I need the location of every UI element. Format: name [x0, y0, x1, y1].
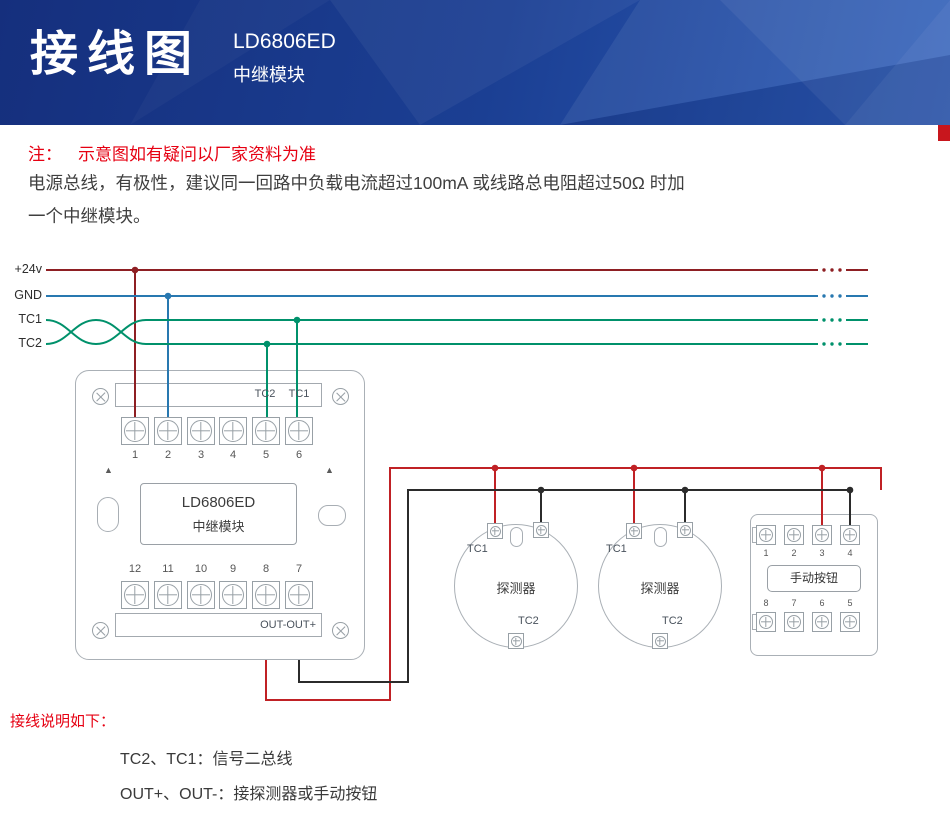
detector-tc1-label: TC1: [467, 543, 488, 555]
terminal-number: 8: [262, 563, 270, 575]
pointer-triangle-icon: ▲: [325, 465, 334, 475]
manual-button-label: 手动按钮: [767, 565, 861, 592]
bus-label-gnd: GND: [14, 288, 42, 302]
legend-line-2: OUT+、OUT-：接探测器或手动按钮: [120, 786, 378, 803]
detector-terminal-screw-icon: [533, 522, 549, 538]
terminal-number: 10: [194, 563, 208, 575]
terminal-label-tc2: TC2: [254, 388, 276, 400]
detector-terminal-screw-icon: [487, 523, 503, 539]
pointer-triangle-icon: ▲: [104, 465, 113, 475]
out-positive-dots: [491, 464, 826, 472]
terminal-number: 6: [295, 449, 303, 461]
button-terminal-number: 1: [763, 548, 769, 558]
detector-name: 探测器: [640, 581, 680, 596]
header-facet-decor: [330, 0, 950, 125]
detector-terminal-screw-icon: [626, 523, 642, 539]
ground-bus-dots: [164, 292, 842, 300]
button-terminal-number: 4: [847, 548, 853, 558]
corner-screw-icon: [332, 622, 349, 639]
terminal-screw-icon: [187, 417, 215, 445]
terminal-screw-icon: [154, 581, 182, 609]
terminal-number: 12: [128, 563, 142, 575]
bus-label-tc2: TC2: [18, 336, 42, 350]
button-terminal-screw-icon: [756, 612, 776, 632]
button-terminal-number: 7: [791, 598, 797, 608]
terminal-screw-icon: [187, 581, 215, 609]
terminal-screw-icon: [121, 417, 149, 445]
terminal-screw-icon: [285, 417, 313, 445]
terminal-number: 5: [262, 449, 270, 461]
detector-terminal-screw-icon: [677, 522, 693, 538]
bus-label-tc1: TC1: [18, 312, 42, 326]
description-line-1: 电源总线，有极性，建议同一回路中负载电流超过100mA 或线路总电阻超过50Ω …: [28, 173, 685, 193]
detector-slot-icon: [510, 527, 523, 547]
button-terminal-screw-icon: [784, 612, 804, 632]
button-terminal-number: 8: [763, 598, 769, 608]
terminal-screw-icon: [121, 581, 149, 609]
detector-tc1-label: TC1: [606, 543, 627, 555]
legend-line-1: TC2、TC1：信号二总线: [120, 751, 293, 768]
model-number: LD6806ED: [233, 30, 336, 53]
button-terminal-screw-icon: [812, 525, 832, 545]
detector-tc2-label: TC2: [518, 615, 539, 627]
button-terminal-screw-icon: [784, 525, 804, 545]
terminal-screw-icon: [219, 581, 247, 609]
module-nameplate: LD6806ED 中继模块: [140, 483, 297, 545]
module-type: 中继模块: [192, 518, 245, 534]
button-terminal-number: 3: [819, 548, 825, 558]
corner-screw-icon: [332, 388, 349, 405]
bottom-terminal-strip: OUT-OUT+: [115, 613, 322, 637]
terminal-screw-icon: [252, 417, 280, 445]
terminal-number: 7: [295, 563, 303, 575]
terminal-screw-icon: [219, 417, 247, 445]
button-terminal-number: 2: [791, 548, 797, 558]
detector-slot-icon: [654, 527, 667, 547]
power-bus-dots: [131, 266, 842, 274]
out-negative-dots: [537, 486, 854, 494]
detector-name: 探测器: [496, 581, 536, 596]
terminal-label-tc1: TC1: [288, 388, 310, 400]
legend-title: 接线说明如下：: [10, 713, 116, 730]
red-accent-mark: [938, 125, 950, 141]
model-subtitle: 中继模块: [233, 65, 305, 85]
detector-tc2-label: TC2: [662, 615, 683, 627]
note-line: 注： 示意图如有疑问以厂家资料为准: [28, 140, 316, 165]
signal-bus-dots: [263, 316, 842, 348]
button-terminal-screw-icon: [812, 612, 832, 632]
header-banner: 接线图 LD6806ED 中继模块: [0, 0, 950, 125]
terminal-number: 2: [164, 449, 172, 461]
corner-screw-icon: [92, 388, 109, 405]
terminal-screw-icon: [154, 417, 182, 445]
terminal-number: 3: [197, 449, 205, 461]
terminal-number: 1: [131, 449, 139, 461]
out-terminals-label: OUT-OUT+: [260, 619, 316, 631]
corner-screw-icon: [92, 622, 109, 639]
terminal-screw-icon: [252, 581, 280, 609]
page-title: 接线图: [30, 28, 202, 81]
detector-terminal-screw-icon: [652, 633, 668, 649]
button-terminal-number: 5: [847, 598, 853, 608]
note-label: 注：: [28, 145, 62, 164]
note-text: 示意图如有疑问以厂家资料为准: [78, 145, 316, 164]
terminal-screw-icon: [285, 581, 313, 609]
module-slot-right: [318, 505, 346, 526]
module-name: LD6806ED: [181, 493, 256, 511]
terminal-number: 11: [162, 563, 174, 575]
button-terminal-number: 6: [819, 598, 825, 608]
module-slot-left: [97, 497, 119, 532]
button-terminal-screw-icon: [840, 612, 860, 632]
bus-label-24v: +24v: [14, 262, 42, 276]
detector-terminal-screw-icon: [508, 633, 524, 649]
terminal-number: 4: [229, 449, 237, 461]
button-terminal-screw-icon: [756, 525, 776, 545]
button-terminal-screw-icon: [840, 525, 860, 545]
description-line-2: 一个中继模块。: [28, 206, 151, 226]
terminal-number: 9: [229, 563, 237, 575]
